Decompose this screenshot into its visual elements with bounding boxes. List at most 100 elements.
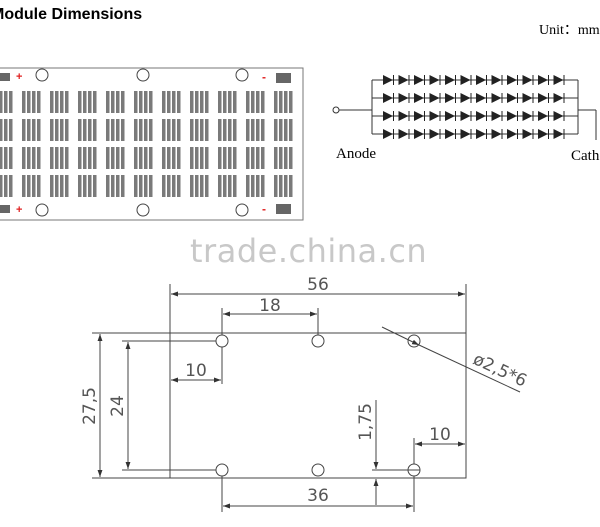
diode-symbol: [383, 93, 393, 103]
led-segment: [22, 147, 26, 169]
led-segment: [233, 147, 237, 169]
led-segment: [284, 147, 288, 169]
led-segment: [37, 175, 41, 197]
mount-hole: [136, 203, 150, 217]
led-segment: [162, 175, 166, 197]
led-segment: [172, 91, 176, 113]
led-segment: [279, 91, 283, 113]
led-segment: [177, 119, 181, 141]
diode-symbol: [507, 111, 517, 121]
diode-symbol: [429, 129, 440, 139]
led-segment: [27, 175, 31, 197]
led-segment: [172, 147, 176, 169]
led-segment: [32, 91, 36, 113]
led-segment: [223, 119, 227, 141]
led-segment: [279, 119, 283, 141]
led-segment: [65, 119, 69, 141]
diode-symbol: [538, 93, 548, 103]
diode-symbol: [507, 93, 517, 103]
anode-label: Anode: [336, 146, 376, 162]
led-segment: [4, 91, 8, 113]
led-segment: [9, 91, 13, 113]
diode-symbol: [553, 75, 564, 85]
led-segment: [190, 175, 194, 197]
led-segment: [233, 91, 237, 113]
led-segment: [177, 147, 181, 169]
led-segment: [218, 175, 222, 197]
cathode-label: Cathode: [571, 148, 600, 164]
led-segment: [144, 119, 148, 141]
led-segment: [65, 175, 69, 197]
led-segment: [289, 119, 293, 141]
diode-symbol: [476, 129, 486, 139]
led-segment: [149, 119, 153, 141]
led-segment: [246, 147, 250, 169]
diode-symbol: [476, 93, 486, 103]
mount-hole: [35, 68, 49, 82]
led-segment: [144, 147, 148, 169]
dim-bottom-span: 36: [307, 486, 329, 506]
led-segment: [27, 119, 31, 141]
diode-symbol: [476, 75, 486, 85]
led-segment: [27, 147, 31, 169]
led-segment: [139, 119, 143, 141]
led-segment: [228, 175, 232, 197]
led-segment: [4, 175, 8, 197]
led-segment: [88, 119, 92, 141]
led-segment: [4, 147, 8, 169]
hole: [311, 334, 325, 348]
led-segment: [251, 119, 255, 141]
led-segment: [65, 147, 69, 169]
diode-symbol: [460, 75, 471, 85]
led-segment: [139, 91, 143, 113]
led-segment: [0, 119, 3, 141]
mount-hole: [136, 68, 150, 82]
led-segment: [190, 147, 194, 169]
led-segment: [106, 147, 110, 169]
led-segment: [223, 175, 227, 197]
led-segment: [55, 119, 59, 141]
led-segment: [218, 119, 222, 141]
led-segment: [93, 119, 97, 141]
led-segment: [251, 91, 255, 113]
led-segment: [55, 147, 59, 169]
diode-symbol: [522, 111, 533, 121]
diode-symbol: [383, 75, 393, 85]
led-segment: [218, 147, 222, 169]
led-segment: [116, 175, 120, 197]
diode-symbol: [383, 111, 393, 121]
diode-symbol: [553, 111, 564, 121]
diode-symbol: [383, 129, 393, 139]
led-segment: [22, 175, 26, 197]
led-segment: [279, 147, 283, 169]
led-segment: [0, 147, 3, 169]
diode-symbol: [398, 93, 409, 103]
led-segment: [111, 147, 115, 169]
led-segment: [32, 175, 36, 197]
led-segment: [228, 119, 232, 141]
diode-symbol: [507, 75, 517, 85]
led-segment: [167, 147, 171, 169]
diode-symbol: [398, 75, 409, 85]
diode-symbol: [460, 111, 471, 121]
led-segment: [274, 175, 278, 197]
led-segment: [251, 147, 255, 169]
led-segment: [167, 91, 171, 113]
led-segment: [134, 91, 138, 113]
led-segment: [65, 91, 69, 113]
diode-symbol: [491, 129, 502, 139]
led-segment: [37, 119, 41, 141]
dim-hole-spec: ø2,5*6: [470, 349, 530, 391]
led-segment: [256, 175, 260, 197]
dim-hole-pitch: 18: [259, 296, 281, 316]
led-segment: [134, 119, 138, 141]
led-segment: [172, 119, 176, 141]
led-segment: [289, 147, 293, 169]
led-segment: [60, 175, 64, 197]
led-segment: [78, 119, 82, 141]
led-segment: [9, 147, 13, 169]
led-segment: [83, 175, 87, 197]
diode-symbol: [460, 93, 471, 103]
led-segment: [149, 147, 153, 169]
pad-bottom-left: [0, 205, 10, 213]
